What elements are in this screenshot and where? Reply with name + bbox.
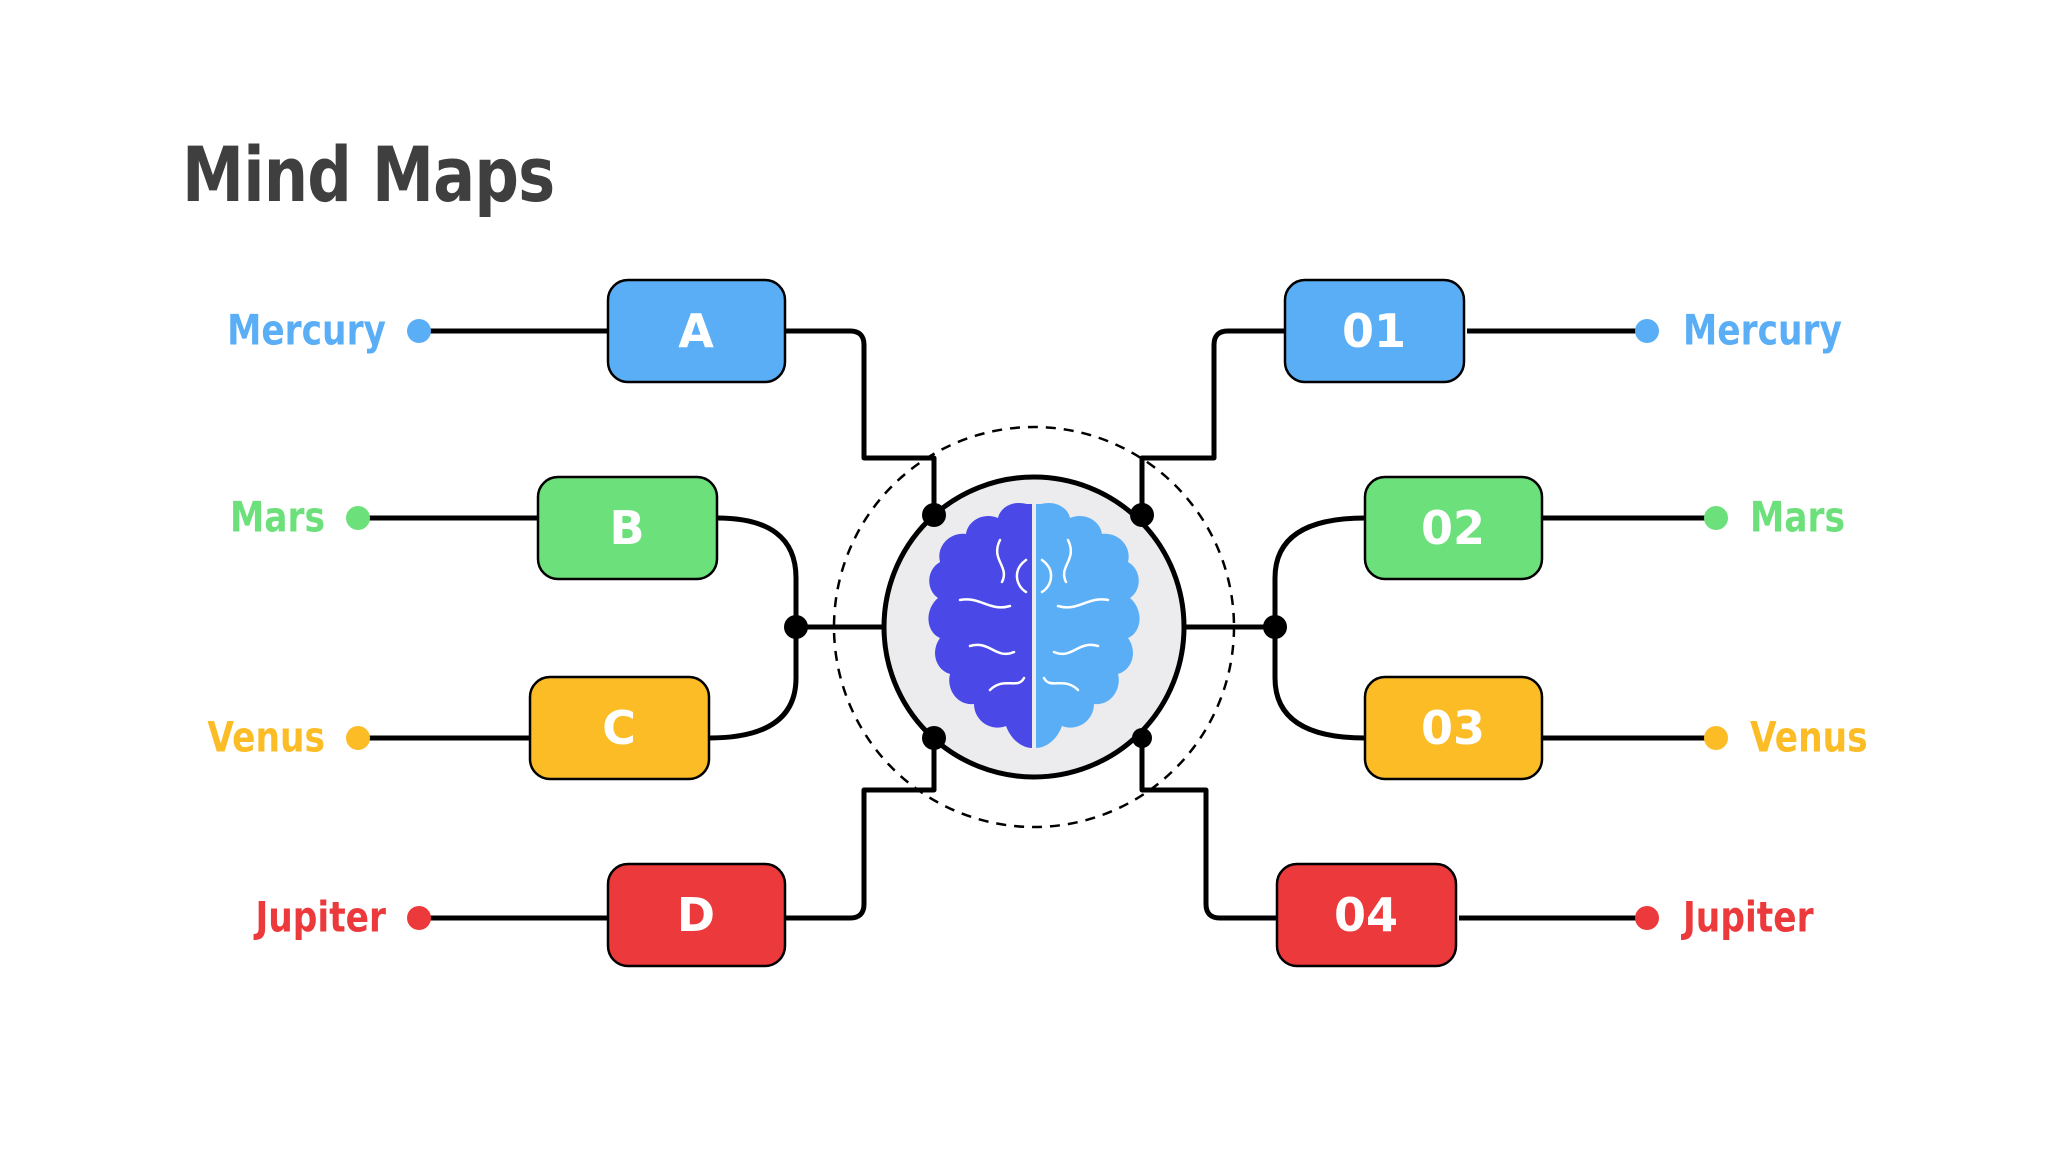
node-label: A: [678, 304, 714, 358]
endpoint-dots: [346, 319, 1728, 930]
node-label: C: [602, 701, 636, 755]
brain-right-half: [1036, 502, 1140, 748]
node-03[interactable]: 03: [1363, 675, 1544, 781]
endpoint-dot: [1704, 726, 1728, 750]
node-box: [1275, 862, 1458, 968]
node-04[interactable]: 04: [1275, 862, 1458, 968]
node-label: 01: [1342, 304, 1406, 358]
brain-left-half: [928, 502, 1032, 748]
node-c[interactable]: C: [528, 675, 711, 781]
connector-bc-hub: [708, 515, 799, 741]
endpoint-dot: [1704, 506, 1728, 530]
planet-label-mars-left: Mars: [230, 493, 325, 542]
node-box: [606, 862, 787, 968]
junction-dot: [922, 726, 946, 750]
brain-icon: [928, 502, 1140, 748]
node-label: 04: [1334, 888, 1398, 942]
junction-dots: [784, 503, 1287, 750]
planet-label-venus-right: Venus: [1750, 713, 1868, 762]
junction-dot: [784, 615, 808, 639]
junction-dot: [922, 503, 946, 527]
node-01[interactable]: 01: [1283, 278, 1466, 384]
node-box: [606, 278, 787, 384]
junction-dot: [1263, 615, 1287, 639]
node-d[interactable]: D: [606, 862, 787, 968]
connector-04-hub: [1139, 738, 1277, 921]
left-planet-labels: Mercury Mars Venus Jupiter: [207, 306, 386, 942]
node-box: [1283, 278, 1466, 384]
endpoint-dot: [346, 726, 370, 750]
node-label: B: [609, 501, 644, 555]
hub: [881, 474, 1187, 780]
left-branches: A B C D: [528, 278, 787, 968]
planet-label-mercury-right: Mercury: [1683, 306, 1842, 355]
node-label: 03: [1421, 701, 1485, 755]
node-box: [1363, 675, 1544, 781]
planet-label-jupiter-left: Jupiter: [253, 893, 386, 942]
planet-label-venus-left: Venus: [207, 713, 325, 762]
endpoint-dot: [1635, 906, 1659, 930]
node-box: [528, 675, 711, 781]
node-label: 02: [1421, 501, 1485, 555]
connector-d-hub: [785, 738, 937, 921]
node-box: [1363, 475, 1544, 581]
node-02[interactable]: 02: [1363, 475, 1544, 581]
page-title: Mind Maps: [182, 130, 555, 219]
right-planet-labels: Mercury Mars Venus Jupiter: [1680, 306, 1867, 942]
node-box: [536, 475, 719, 581]
endpoint-dot: [407, 906, 431, 930]
junction-dot: [1132, 728, 1152, 748]
endpoint-dot: [407, 319, 431, 343]
endpoint-dot: [346, 506, 370, 530]
right-branches: 01 02 03 04: [1275, 278, 1544, 968]
planet-label-mercury-left: Mercury: [227, 306, 386, 355]
connector-01-hub: [1139, 328, 1285, 515]
planet-label-mars-right: Mars: [1750, 493, 1845, 542]
planet-label-jupiter-right: Jupiter: [1680, 893, 1813, 942]
endpoint-dot: [1635, 319, 1659, 343]
node-b[interactable]: B: [536, 475, 719, 581]
connector-0203-hub: [1272, 515, 1366, 741]
connector-a-hub: [785, 328, 937, 515]
brain-folds: [958, 538, 1110, 692]
node-label: D: [677, 888, 715, 942]
node-a[interactable]: A: [606, 278, 787, 384]
junction-dot: [1130, 503, 1154, 527]
